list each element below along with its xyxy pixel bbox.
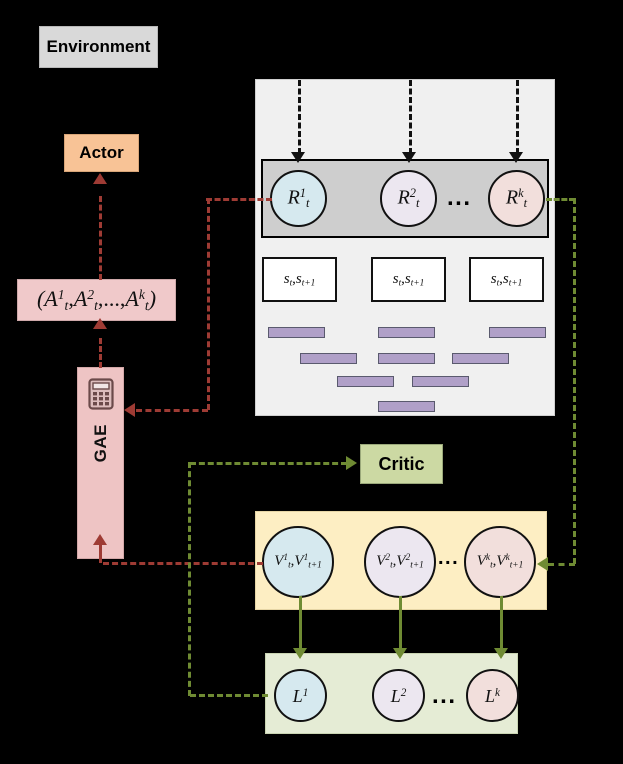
network-bar-r2-c3 — [452, 353, 509, 364]
reward-node-2-label: R2t — [397, 186, 420, 211]
value-to-loss-arrow-2 — [393, 648, 407, 659]
gae-to-action-line — [99, 338, 102, 368]
action-tuple-block[interactable]: (A1t,A2t,...,Akt) — [17, 279, 176, 321]
reward-node-1-label: R1t — [287, 186, 310, 211]
network-bar-r4-c1 — [378, 401, 435, 412]
reward-node-k-label: Rkt — [505, 186, 528, 211]
value-to-loss-arrow-k — [494, 648, 508, 659]
value-ellipsis: ... — [438, 547, 460, 569]
network-bar-r2-c1 — [300, 353, 357, 364]
loss-node-1[interactable]: L1 — [274, 669, 327, 722]
loss-node-k[interactable]: Lk — [466, 669, 519, 722]
reward-to-value-v — [573, 198, 576, 564]
value-to-loss-line-k — [500, 596, 503, 652]
network-bar-r2-c2 — [378, 353, 435, 364]
network-bar-r1-c2 — [378, 327, 435, 338]
loss-node-1-label: L1 — [292, 685, 309, 706]
critic-block[interactable]: Critic — [360, 444, 443, 484]
loss-to-critic-h2 — [190, 462, 347, 465]
value-node-2[interactable]: V2t,V2t+1 — [364, 526, 436, 598]
action-to-actor-line — [99, 196, 102, 280]
state-box-1[interactable]: st,st+1 — [262, 257, 337, 302]
reward-to-gae-h1 — [206, 198, 272, 201]
env-to-reward-line-1 — [298, 80, 301, 154]
loss-to-critic-v — [188, 462, 191, 696]
reward-node-2[interactable]: R2t — [380, 170, 437, 227]
state-box-k-label: st,st+1 — [490, 270, 523, 289]
actor-label: Actor — [79, 143, 124, 162]
value-to-gae-h — [103, 562, 263, 565]
value-node-2-label: V2t,V2t+1 — [376, 552, 424, 571]
gae-block[interactable]: GAE — [77, 367, 124, 559]
state-box-1-label: st,st+1 — [283, 270, 316, 289]
value-node-k[interactable]: Vkt,Vkt+1 — [464, 526, 536, 598]
reward-to-gae-h2 — [136, 409, 208, 412]
value-to-loss-line-1 — [299, 596, 302, 652]
network-bar-r3-c2 — [412, 376, 469, 387]
value-to-gae-arrow — [93, 534, 107, 545]
value-to-loss-arrow-1 — [293, 648, 307, 659]
gae-to-action-arrow — [93, 318, 107, 329]
loss-ellipsis: ... — [432, 682, 457, 709]
state-box-2-label: st,st+1 — [392, 270, 425, 289]
network-bar-r1-c1 — [268, 327, 325, 338]
reward-ellipsis: ... — [447, 184, 472, 211]
reward-to-value-h2 — [548, 563, 575, 566]
state-box-k[interactable]: st,st+1 — [469, 257, 544, 302]
env-to-reward-line-2 — [409, 80, 412, 154]
env-to-reward-line-3 — [516, 80, 519, 154]
calculator-icon — [87, 378, 114, 410]
network-bar-r3-c1 — [337, 376, 394, 387]
loss-to-critic-h1 — [190, 694, 268, 697]
value-to-gae-v — [99, 545, 102, 563]
env-to-reward-arrow-1 — [291, 152, 305, 163]
actor-block[interactable]: Actor — [64, 134, 139, 172]
env-to-reward-arrow-2 — [402, 152, 416, 163]
value-node-k-label: Vkt,Vkt+1 — [476, 552, 524, 571]
gae-label: GAE — [90, 424, 110, 463]
loss-to-critic-arrow — [346, 456, 357, 470]
loss-node-2-label: L2 — [390, 685, 407, 706]
reward-node-1[interactable]: R1t — [270, 170, 327, 227]
critic-label: Critic — [378, 453, 425, 474]
state-box-2[interactable]: st,st+1 — [371, 257, 446, 302]
reward-node-k[interactable]: Rkt — [488, 170, 545, 227]
action-to-actor-arrow — [93, 173, 107, 184]
value-node-1[interactable]: V1t,V1t+1 — [262, 526, 334, 598]
reward-to-value-h1 — [546, 198, 575, 201]
value-to-loss-line-2 — [399, 596, 402, 652]
reward-to-gae-arrow — [124, 403, 135, 417]
action-tuple-expression: (A1t,A2t,...,Akt) — [36, 286, 157, 313]
reward-to-value-arrow — [537, 557, 548, 571]
value-node-1-label: V1t,V1t+1 — [274, 552, 322, 571]
environment-block[interactable]: Environment — [39, 26, 158, 68]
network-bar-r1-c3 — [489, 327, 546, 338]
loss-node-k-label: Lk — [485, 685, 500, 706]
loss-node-2[interactable]: L2 — [372, 669, 425, 722]
env-to-reward-arrow-3 — [509, 152, 523, 163]
environment-label: Environment — [46, 37, 151, 56]
reward-to-gae-v — [207, 198, 210, 410]
